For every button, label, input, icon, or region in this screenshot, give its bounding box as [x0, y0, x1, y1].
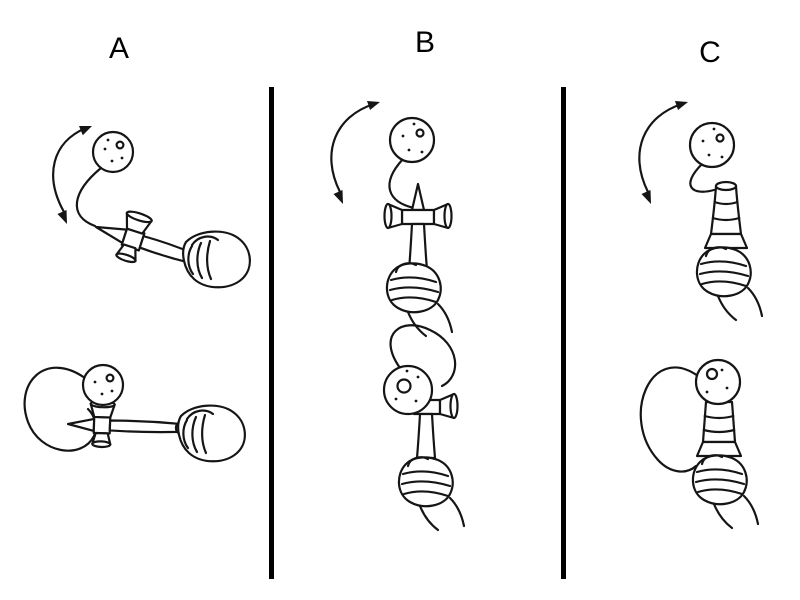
panel-c-top-illustration — [638, 101, 764, 322]
hand — [177, 404, 246, 463]
kendama-ball-icon — [81, 363, 125, 407]
panel-a-bottom-illustration — [23, 363, 246, 463]
panel-a-top-illustration — [52, 126, 251, 289]
kendama-handle — [695, 400, 743, 458]
panel-b-label: B — [414, 26, 435, 59]
hand — [182, 230, 251, 289]
panel-c-bottom-illustration — [639, 358, 760, 530]
kendama — [383, 182, 453, 272]
swing-arrow-icon — [330, 101, 380, 204]
panel-c-label: C — [699, 36, 721, 69]
panel-a-label: A — [108, 32, 129, 65]
kendama-ball-icon — [91, 130, 135, 174]
string — [689, 162, 716, 193]
kendama-ball-icon — [388, 116, 436, 164]
kendama-handle — [703, 180, 749, 250]
kendama-ball-icon — [688, 121, 736, 169]
string-loop — [639, 366, 700, 473]
swing-arrow-icon — [52, 126, 92, 224]
hand — [397, 456, 466, 532]
string — [388, 157, 416, 210]
string — [75, 166, 103, 228]
panel-b-bottom-illustration — [382, 324, 466, 532]
swing-arrow-icon — [638, 101, 688, 204]
panel-divider-left — [269, 87, 274, 579]
kendama-ball-icon — [382, 364, 434, 416]
hand — [691, 454, 760, 530]
panel-b-top-illustration — [330, 101, 454, 338]
hand — [695, 246, 764, 322]
string-loop — [389, 324, 457, 388]
panel-divider-right — [561, 87, 566, 579]
kendama — [66, 400, 186, 449]
kendama-ball-icon — [694, 358, 742, 406]
